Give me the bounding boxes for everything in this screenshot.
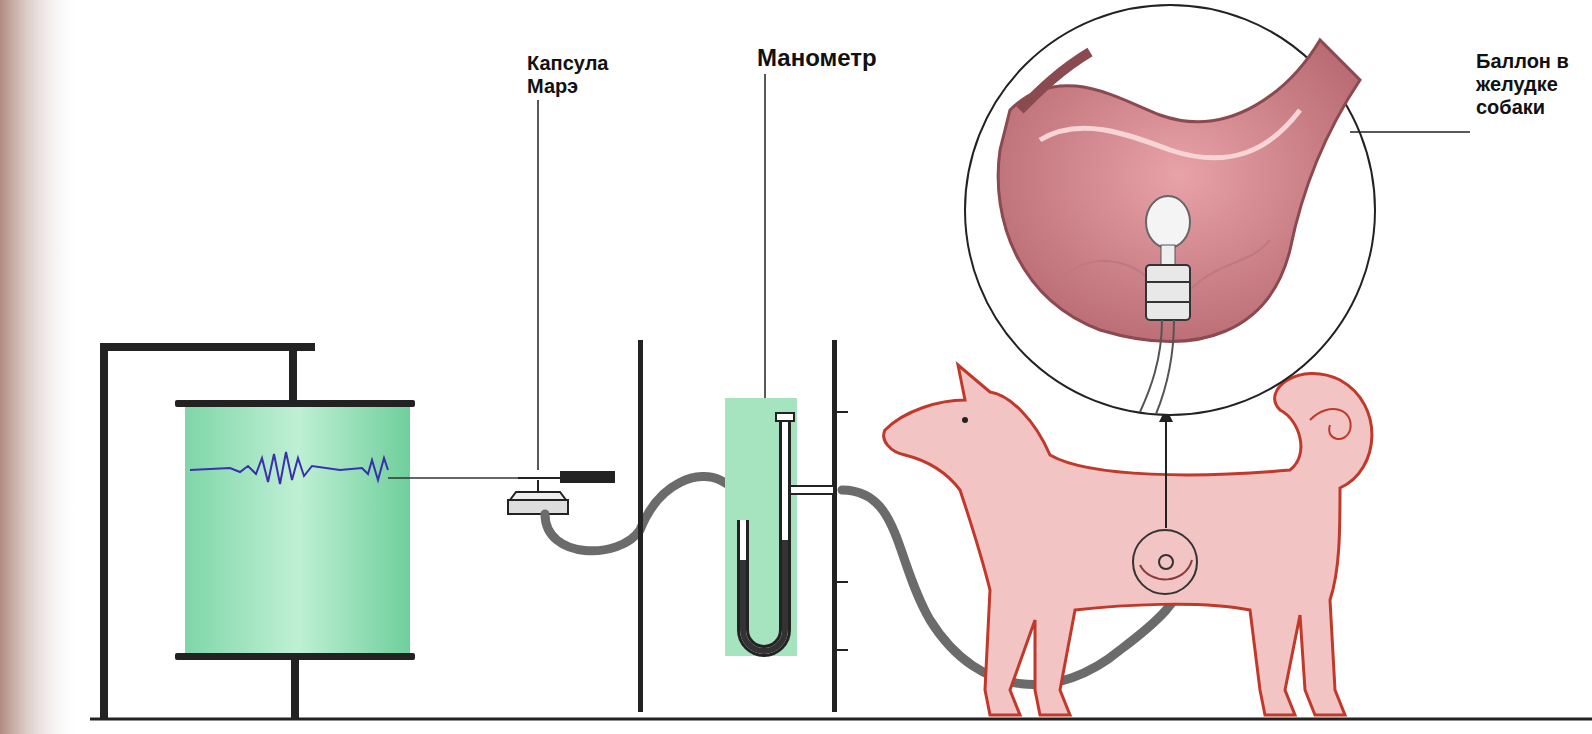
leader-lines bbox=[538, 74, 1470, 470]
stomach-inset bbox=[965, 5, 1375, 415]
part-label: Манометр bbox=[757, 44, 957, 72]
floor-line bbox=[90, 718, 1592, 721]
part-label: Баллон в желудке собаки bbox=[1476, 50, 1588, 119]
page-shadow bbox=[0, 0, 80, 734]
kymograph bbox=[100, 343, 518, 719]
part-label: Капсула Марэ bbox=[527, 52, 632, 98]
manometer bbox=[638, 340, 848, 712]
dog bbox=[884, 365, 1372, 715]
marey-capsule bbox=[508, 471, 615, 514]
